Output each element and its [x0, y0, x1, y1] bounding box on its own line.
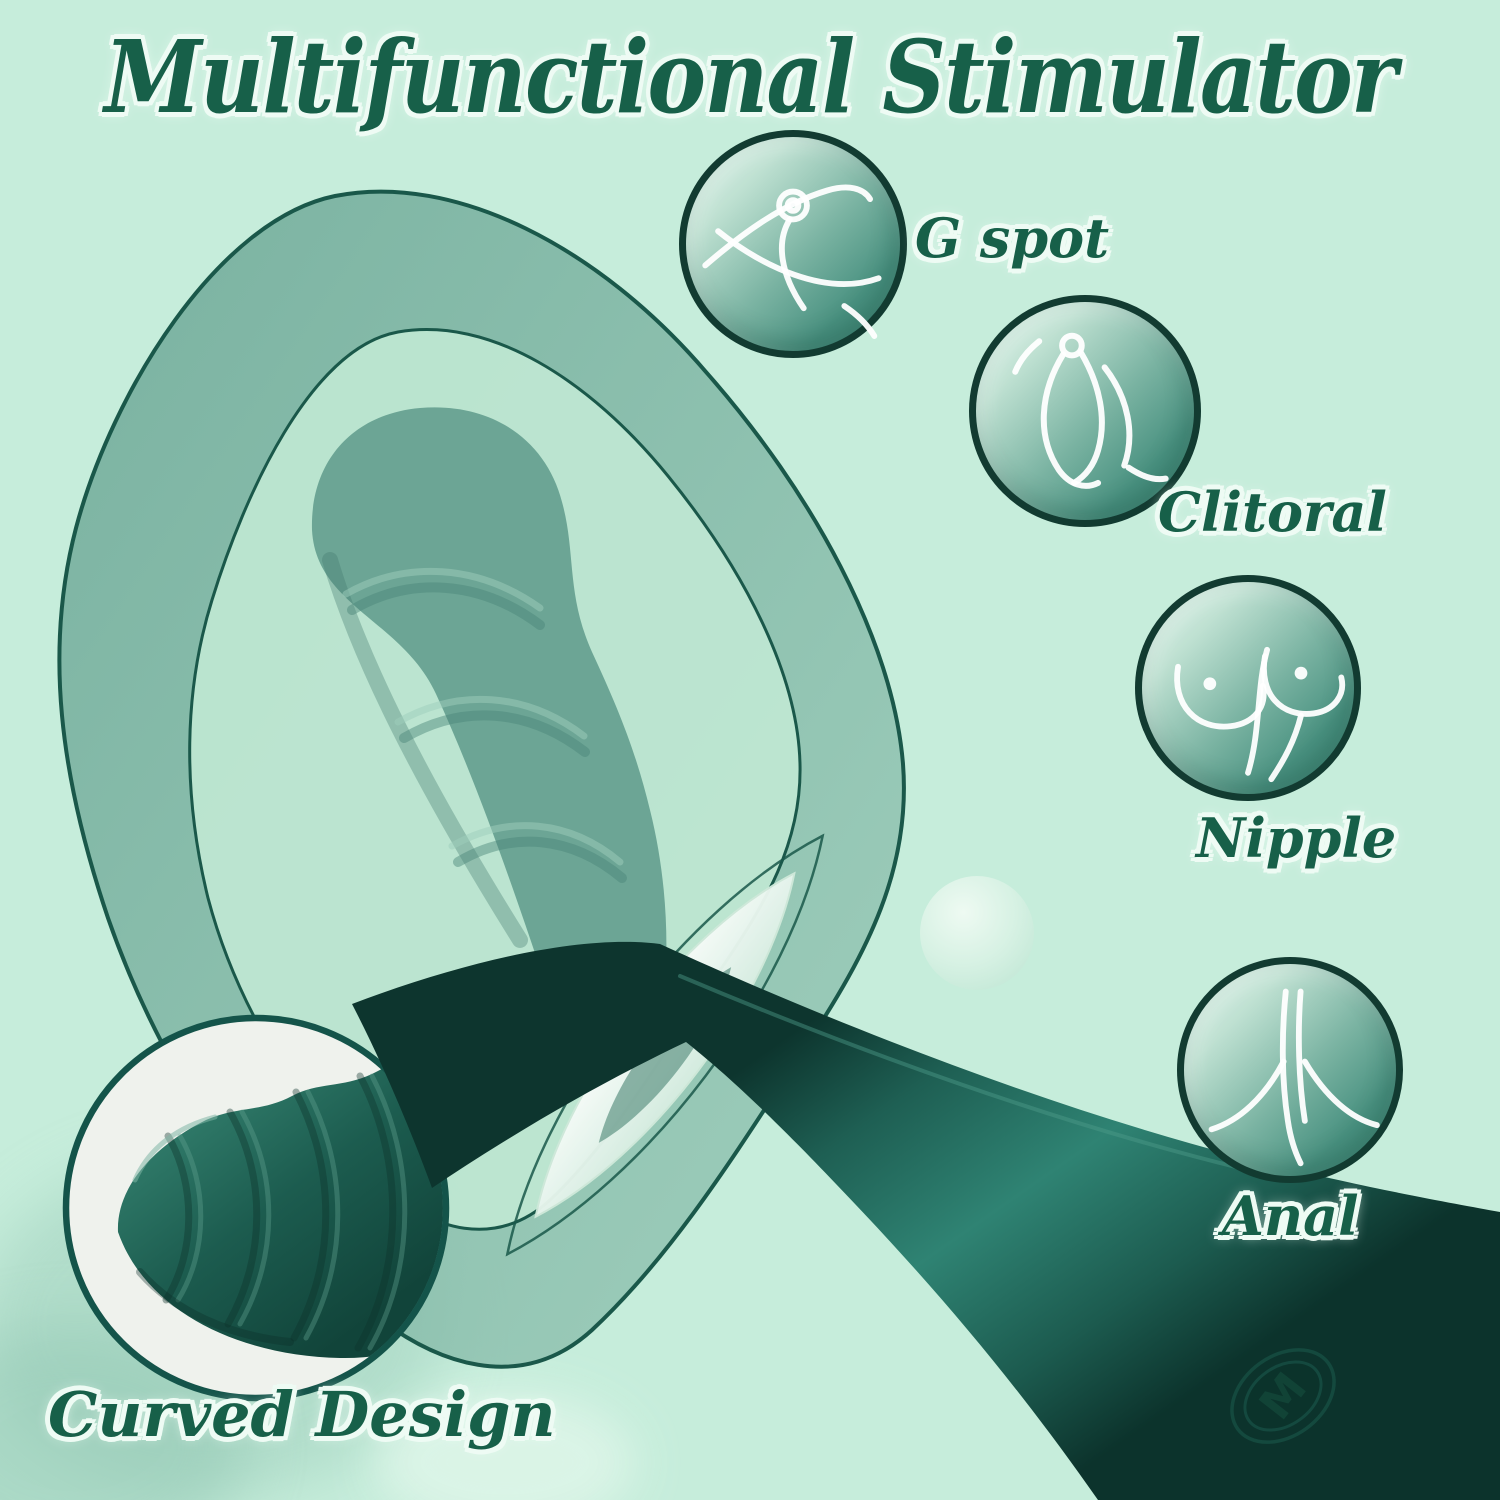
feature-label-anal: Anal — [1222, 1184, 1359, 1248]
feature-badge-anal — [1177, 957, 1403, 1183]
g-spot-icon — [702, 184, 882, 339]
feature-label-g-spot: G spot — [915, 206, 1110, 270]
feature-badge-clitoral — [969, 295, 1201, 527]
wand-body: M — [352, 941, 1500, 1500]
feature-badge-nipple — [1135, 575, 1361, 801]
ripple-lines — [347, 582, 627, 883]
nipple-icon — [1174, 646, 1346, 783]
anal-icon — [1208, 988, 1380, 1167]
inset-caption: Curved Design — [48, 1378, 556, 1451]
inserted-tip-ghost — [311, 407, 667, 1053]
spiral-ridges — [162, 1072, 397, 1352]
feature-label-clitoral: Clitoral — [1158, 480, 1387, 544]
sphere-decoration — [920, 876, 1034, 990]
page-title: Multifunctional Stimulator — [104, 18, 1397, 136]
wand-shaft — [352, 941, 1500, 1500]
clitoral-icon — [1012, 332, 1169, 489]
feature-badge-g-spot — [679, 130, 907, 358]
feature-label-nipple: Nipple — [1196, 806, 1397, 870]
